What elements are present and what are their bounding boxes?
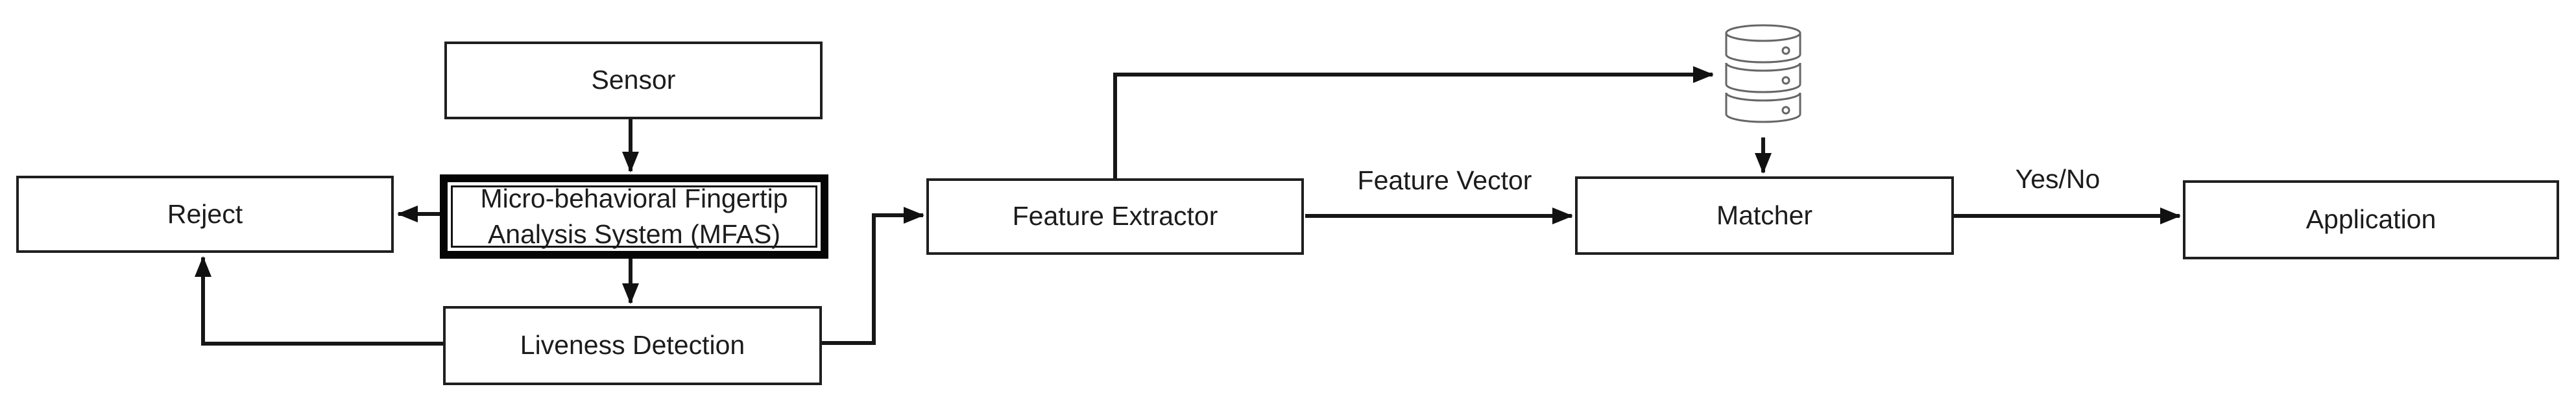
node-reject-label: Reject xyxy=(167,198,243,229)
node-sensor: Sensor xyxy=(444,41,823,119)
node-liveness-detection-label: Liveness Detection xyxy=(520,330,745,361)
node-matcher: Matcher xyxy=(1575,176,1954,255)
node-matcher-label: Matcher xyxy=(1716,200,1813,230)
node-feature-extractor: Feature Extractor xyxy=(926,178,1304,255)
node-feature-extractor-label: Feature Extractor xyxy=(1012,201,1218,231)
node-reject: Reject xyxy=(16,176,394,253)
node-mfas: Micro-behavioral Fingertip Analysis Syst… xyxy=(440,174,828,259)
node-sensor-label: Sensor xyxy=(591,65,676,95)
database-icon xyxy=(1725,24,1801,123)
node-liveness-detection: Liveness Detection xyxy=(443,306,822,385)
node-mfas-inner: Micro-behavioral Fingertip Analysis Syst… xyxy=(451,183,817,249)
edge-label-yes-no: Yes/No xyxy=(2015,164,2101,194)
node-mfas-label: Micro-behavioral Fingertip Analysis Syst… xyxy=(480,183,788,249)
edge-label-feature-vector: Feature Vector xyxy=(1357,165,1532,195)
node-application-label: Application xyxy=(2305,204,2437,235)
node-application: Application xyxy=(2183,180,2559,259)
